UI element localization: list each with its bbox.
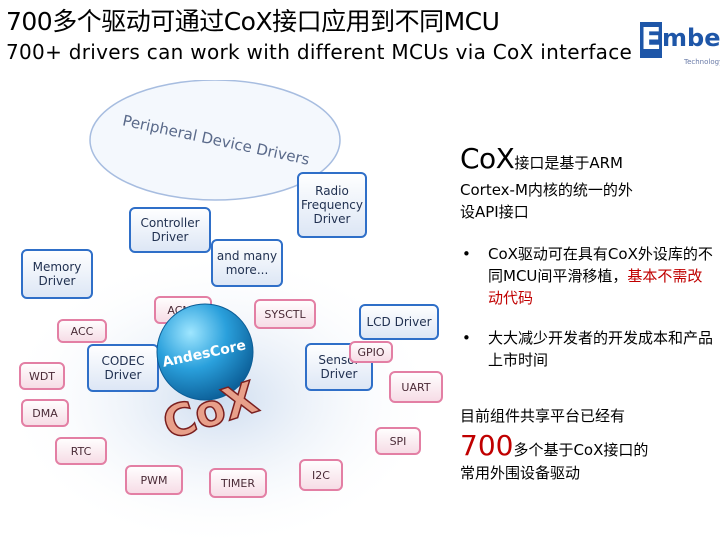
driver-diagram: Peripheral Device Drivers RadioFrequency… — [0, 80, 443, 540]
codec-driver-label: Driver — [105, 368, 142, 382]
module-uart-box — [389, 371, 443, 403]
embest-logo: E mbest Technology — [640, 14, 720, 72]
module-timer: TIMER — [209, 468, 267, 498]
radio-frequency-driver-label: Driver — [314, 212, 351, 226]
module-i2c-box — [299, 459, 343, 491]
module-dma-box — [21, 399, 69, 427]
lcd-driver-box — [359, 304, 439, 340]
summary-line2-text: 多个基于CoX接口的 — [513, 441, 649, 459]
controller-driver-label: Controller — [140, 216, 199, 230]
summary-line1: 目前组件共享平台已经有 — [460, 407, 626, 425]
module-acc: ACC — [57, 319, 107, 343]
module-sysctl-box — [254, 299, 316, 329]
module-dma: DMA — [21, 399, 69, 427]
module-wdt-label: WDT — [29, 370, 55, 383]
module-pwm-label: PWM — [140, 474, 167, 487]
bullet-cost-text: 大大减少开发者的开发成本和产品上市时间 — [488, 329, 714, 369]
and-many-more-box — [211, 239, 283, 287]
description-panel: CoX接口是基于ARM Cortex-M内核的统一的外 设API接口 • CoX… — [460, 142, 715, 484]
module-gpio-box — [349, 341, 393, 363]
module-acc-box — [57, 319, 107, 343]
driver-count: 700 — [460, 429, 514, 462]
module-timer-label: TIMER — [220, 477, 255, 490]
codec-driver-box — [87, 344, 159, 392]
module-gpio-label: GPIO — [357, 346, 384, 359]
page-title: 700多个驱动可通过CoX接口应用到不同MCU — [6, 7, 500, 36]
module-pwm: PWM — [125, 465, 183, 495]
radio-frequency-driver-label: Frequency — [301, 198, 363, 212]
logo-tagline: Technology — [684, 58, 720, 66]
bullet-porting-text: CoX驱动可在具有CoX外设库的不同MCU间平滑移植， — [488, 245, 713, 285]
memory-driver-label: Driver — [39, 274, 76, 288]
module-spi-box — [375, 427, 421, 455]
and-many-more-label: more... — [226, 263, 269, 277]
radio-frequency-driver-box — [297, 172, 367, 238]
module-dma-label: DMA — [32, 407, 58, 420]
module-uart-label: UART — [401, 381, 430, 394]
bullet-dot-icon: • — [462, 329, 471, 347]
module-wdt-box — [19, 362, 65, 390]
module-sysctl-label: SYSCTL — [264, 308, 306, 321]
controller-driver-label: Driver — [152, 230, 189, 244]
codec-driver-label: CODEC — [101, 354, 144, 368]
cox-desc-line2: Cortex-M内核的统一的外 — [460, 181, 633, 199]
cox-heading-rest: 接口是基于ARM — [514, 154, 624, 172]
bullet-porting-highlight: 基本不需改动代码 — [488, 267, 703, 307]
controller-driver-box — [129, 207, 211, 253]
bullet-dot-icon: • — [462, 245, 471, 263]
radio-frequency-driver-label: Radio — [315, 184, 349, 198]
cox-desc-line3: 设API接口 — [460, 203, 529, 221]
logo-text: mbest — [662, 24, 720, 52]
module-rtc: RTC — [55, 437, 107, 465]
bullet-porting: • CoX驱动可在具有CoX外设库的不同MCU间平滑移植，基本不需改动代码 — [460, 243, 715, 309]
module-spi-label: SPI — [390, 435, 407, 448]
module-sysctl: SYSCTL — [254, 299, 316, 329]
peripheral-cloud — [89, 80, 341, 201]
module-uart: UART — [389, 371, 443, 403]
cox-heading-big: CoX — [460, 142, 515, 175]
memory-driver-box — [21, 249, 93, 299]
module-i2c: I2C — [299, 459, 343, 491]
module-rtc-label: RTC — [71, 445, 92, 458]
summary-line2: 700多个基于CoX接口的 — [460, 429, 715, 462]
module-gpio: GPIO — [349, 341, 393, 363]
module-rtc-box — [55, 437, 107, 465]
module-timer-box — [209, 468, 267, 498]
sensor-driver-label: Driver — [321, 367, 358, 381]
module-spi: SPI — [375, 427, 421, 455]
memory-driver-label: Memory — [33, 260, 82, 274]
module-wdt: WDT — [19, 362, 65, 390]
and-many-more-label: and many — [217, 249, 277, 263]
module-i2c-label: I2C — [312, 469, 330, 482]
bullet-cost: • 大大减少开发者的开发成本和产品上市时间 — [460, 327, 715, 371]
lcd-driver-label: LCD Driver — [366, 315, 431, 329]
logo-letter: E — [640, 22, 662, 58]
andescore-sphere — [156, 303, 254, 401]
page-subtitle: 700+ drivers can work with different MCU… — [6, 40, 633, 64]
summary-line3: 常用外围设备驱动 — [460, 464, 581, 482]
module-acc-label: ACC — [71, 325, 94, 338]
lcd-driver: LCD Driver — [359, 304, 439, 340]
and-many-more: and manymore... — [211, 239, 283, 287]
cox-heading: CoX接口是基于ARM — [460, 142, 715, 175]
module-pwm-box — [125, 465, 183, 495]
